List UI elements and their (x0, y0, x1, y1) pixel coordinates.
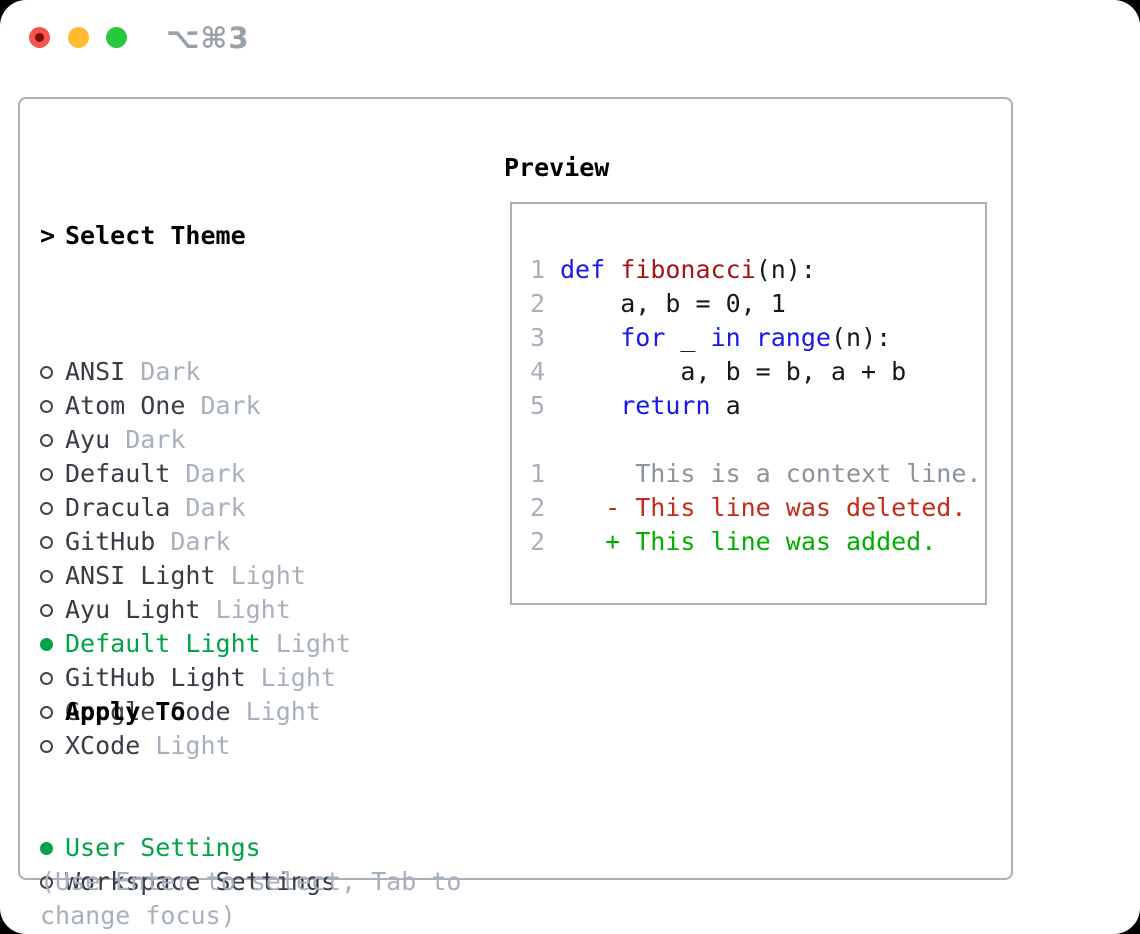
code-segment-added: + This line was added. (560, 527, 937, 556)
code-segment-plain: a, b = 0, 1 (560, 289, 786, 318)
code-segment-plain: _ (665, 323, 711, 352)
code-segment-keyword: def (560, 255, 606, 284)
code-segment-plain: a (710, 391, 741, 420)
radio-icon (40, 705, 65, 719)
line-number: 1 (529, 459, 545, 488)
theme-option-github[interactable]: GitHub Dark (40, 525, 351, 559)
code-segment-keyword: for (620, 323, 666, 352)
code-segment-plain: a, b = b, a + b (560, 357, 907, 386)
line-number: 2 (529, 289, 545, 318)
theme-option-label: Dracula Dark (65, 493, 246, 522)
line-number: 1 (529, 255, 545, 284)
radio-icon (40, 875, 65, 889)
preview-line: 1 This is a context line. (512, 457, 985, 491)
radio-icon (40, 365, 65, 379)
radio-icon (40, 467, 65, 481)
hint-text: (Use Enter to select, Tab to change focus… (40, 763, 461, 933)
theme-option-google-code[interactable]: Google Code Light (40, 695, 351, 729)
hint-line: change focus) (40, 901, 236, 930)
theme-option-default[interactable]: Default Dark (40, 457, 351, 491)
theme-option-label: Atom One Dark (65, 391, 261, 420)
theme-list-title: Select Theme (65, 221, 246, 250)
window-shortcut-label: ⌥⌘3 (166, 21, 250, 55)
theme-option-label: Default Light Light (65, 629, 351, 658)
theme-option-default-light[interactable]: Default Light Light (40, 627, 351, 661)
line-number: 2 (529, 493, 545, 522)
code-segment-plain: (n): (755, 255, 816, 284)
theme-option-label: XCode Light (65, 731, 231, 760)
theme-option-label: GitHub Dark (65, 527, 231, 556)
theme-list-header-row: > Select Theme (40, 219, 351, 253)
code-segment-plain: (n): (830, 323, 892, 352)
apply-option-label: Workspace Settings (65, 867, 336, 896)
radio-icon (40, 501, 65, 515)
preview-line: 4 a, b = b, a + b (512, 355, 985, 389)
preview-line: 5 return a (512, 389, 985, 423)
code-segment-plain (560, 389, 620, 423)
theme-option-ansi[interactable]: ANSI Dark (40, 355, 351, 389)
radio-icon (40, 739, 65, 753)
preview-title: Preview (504, 153, 610, 182)
apply-to-title: Apply To (65, 697, 186, 726)
theme-option-label: Ayu Light Light (65, 595, 291, 624)
prompt-icon: > (40, 221, 56, 250)
code-segment-deleted: - This line was deleted. (560, 493, 967, 522)
code-segment-keyword: return (620, 391, 711, 420)
line-number: 2 (529, 527, 545, 556)
apply-option-user-settings[interactable]: User Settings (40, 831, 336, 865)
code-segment-function: fibonacci (620, 255, 756, 284)
theme-option-label: ANSI Dark (65, 357, 201, 386)
radio-icon (40, 399, 65, 413)
preview-line: 2 a, b = 0, 1 (512, 287, 985, 321)
radio-selected-icon (40, 637, 65, 651)
minimize-button[interactable] (68, 27, 89, 48)
radio-icon (40, 671, 65, 685)
preview-line: 2 - This line was deleted. (512, 491, 985, 525)
code-segment-plain (741, 321, 756, 355)
line-number: 3 (529, 323, 545, 352)
radio-icon (40, 433, 65, 447)
apply-option-label: User Settings (65, 833, 261, 862)
theme-option-atom-one[interactable]: Atom One Dark (40, 389, 351, 423)
theme-option-label: ANSI Light Light (65, 561, 306, 590)
theme-option-dracula[interactable]: Dracula Dark (40, 491, 351, 525)
theme-option-github-light[interactable]: GitHub Light Light (40, 661, 351, 695)
theme-option-ansi-light[interactable]: ANSI Light Light (40, 559, 351, 593)
preview-line: 3 for _ in range(n): (512, 321, 985, 355)
theme-option-ayu-light[interactable]: Ayu Light Light (40, 593, 351, 627)
radio-selected-icon (40, 841, 65, 855)
radio-icon (40, 569, 65, 583)
line-number: 4 (529, 357, 545, 386)
close-button[interactable] (29, 27, 50, 48)
theme-option-xcode[interactable]: XCode Light (40, 729, 351, 763)
theme-option-ayu[interactable]: Ayu Dark (40, 423, 351, 457)
theme-option-label: Google Code Light (65, 697, 321, 726)
radio-icon (40, 535, 65, 549)
preview-line: 2 + This line was added. (512, 525, 985, 559)
preview-line: 1 def fibonacci(n): (512, 253, 985, 287)
apply-to-header-row: Apply To (40, 695, 336, 729)
line-number: 5 (529, 391, 545, 420)
theme-option-label: Ayu Dark (65, 425, 186, 454)
close-button-dot-icon (35, 33, 44, 42)
theme-option-label: GitHub Light Light (65, 663, 336, 692)
hint-line: (Use Enter to select, Tab to (40, 867, 462, 896)
radio-icon (40, 603, 65, 617)
theme-option-label: Default Dark (65, 459, 246, 488)
code-segment-context: This is a context line. (560, 459, 982, 488)
code-segment-keyword: in (710, 323, 741, 352)
preview-blank-line (512, 423, 985, 457)
code-segment-plain (605, 253, 620, 287)
apply-option-workspace-settings[interactable]: Workspace Settings (40, 865, 336, 899)
code-segment-keyword: range (755, 323, 831, 352)
zoom-button[interactable] (106, 27, 127, 48)
code-segment-plain (560, 321, 620, 355)
